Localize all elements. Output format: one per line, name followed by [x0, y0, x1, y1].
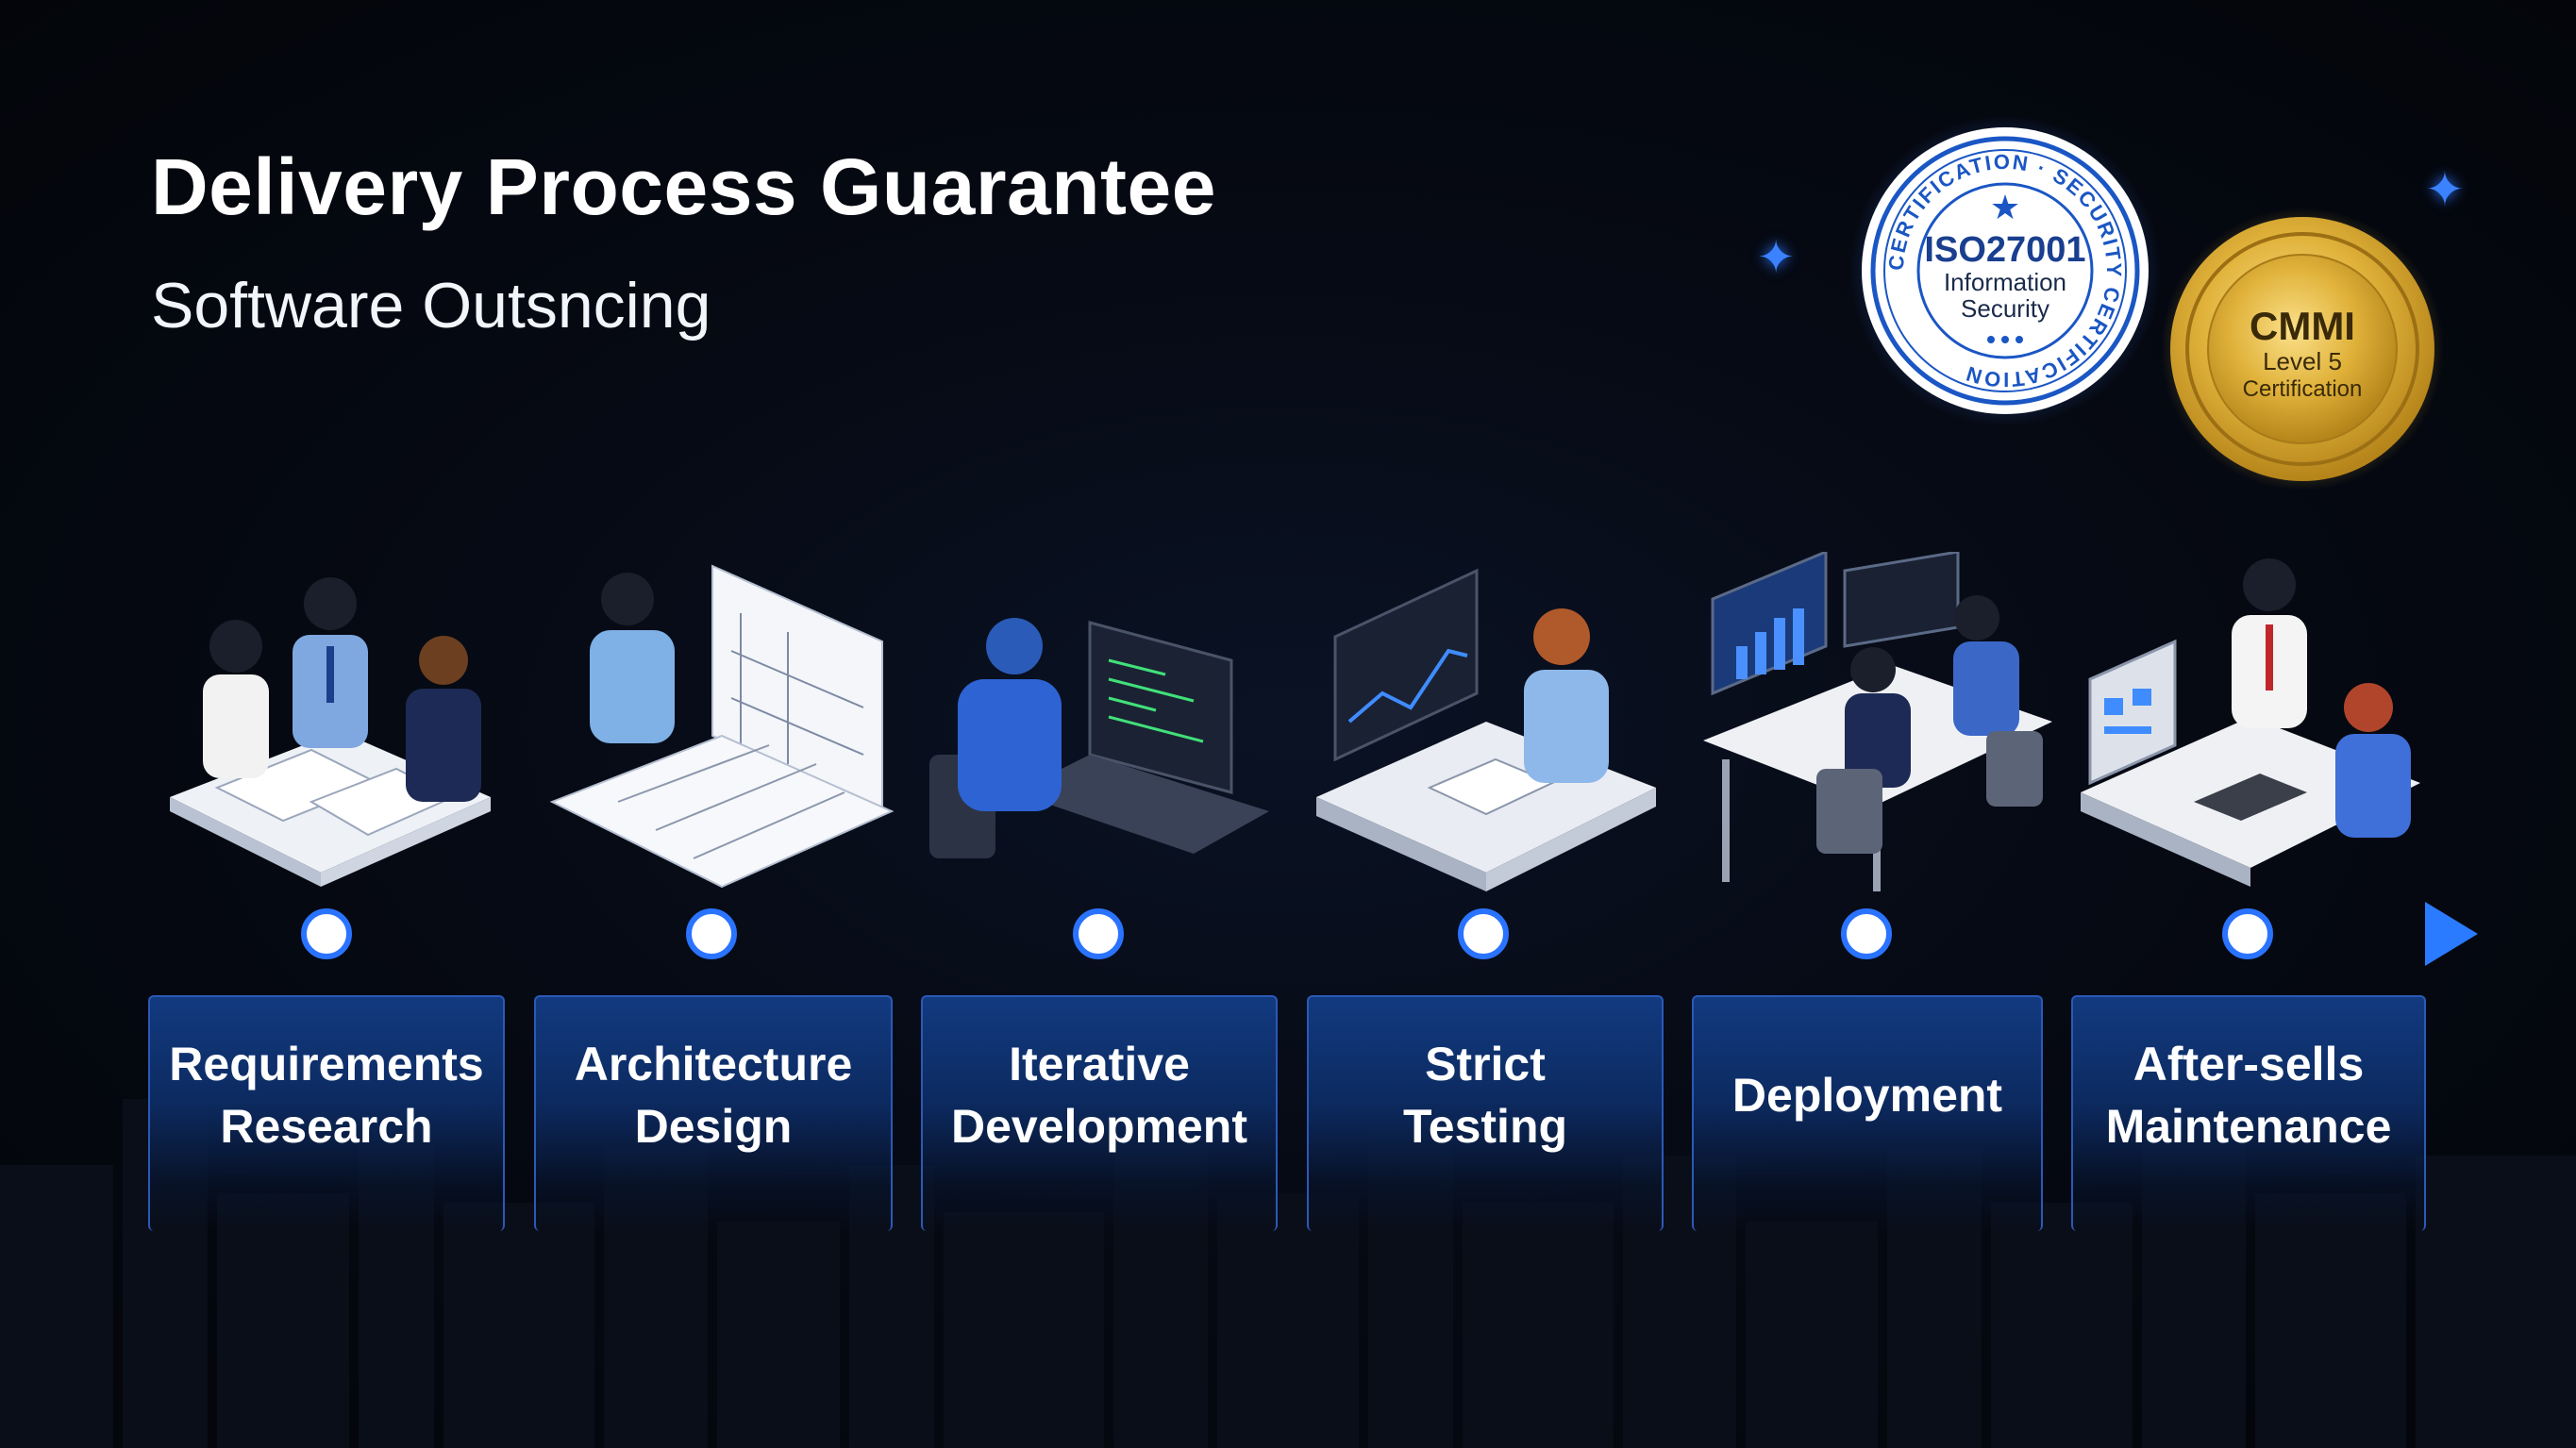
iso-seal-scalloped-edge — [1862, 127, 2149, 414]
developer-coding-illustration — [929, 618, 1269, 858]
step-label: Requirements Research — [169, 1038, 484, 1153]
sparkle-icon: ✦ — [2425, 163, 2465, 216]
page-subtitle: Software Outsncing — [151, 270, 711, 341]
deployment-workstation-illustration — [1703, 552, 2052, 891]
step-card-after-sells-maintenance: After-sells Maintenance — [2071, 995, 2426, 1231]
step-card-strict-testing: Strict Testing — [1307, 995, 1664, 1231]
timeline-node — [2222, 908, 2273, 959]
sparkle-icon: ✦ — [1757, 233, 1796, 283]
step-label: Architecture Design — [574, 1038, 853, 1153]
star-icon: ★ — [1990, 189, 2020, 227]
timeline-node — [686, 908, 737, 959]
timeline-node — [1458, 908, 1509, 959]
timeline-node — [301, 908, 352, 959]
step-label: Strict Testing — [1402, 1038, 1568, 1153]
architect-blueprint-illustration — [549, 564, 895, 889]
step-card-requirements-research: Requirements Research — [148, 995, 505, 1231]
team-reviewing-documents-illustration — [170, 577, 491, 887]
timeline-node — [1841, 908, 1892, 959]
step-label: After-sells Maintenance — [2105, 1038, 2392, 1153]
iso-badge-line1: Information — [1944, 268, 2066, 296]
step-label: Deployment — [1731, 1069, 2003, 1122]
cmmi-badge-line1: Level 5 — [2263, 347, 2342, 375]
tester-analytics-illustration — [1316, 568, 1656, 891]
step-label: Iterative Development — [951, 1038, 1247, 1153]
iso-badge-line2: Security — [1961, 294, 2049, 323]
arrow-head-icon — [2425, 902, 2478, 966]
maintenance-team-illustration — [2081, 558, 2420, 887]
cmmi-badge-title: CMMI — [2250, 304, 2355, 348]
cmmi-badge-line2: Certification — [2243, 376, 2363, 402]
step-card-iterative-development: Iterative Development — [921, 995, 1278, 1231]
step-card-architecture-design: Architecture Design — [534, 995, 893, 1231]
timeline-node — [1073, 908, 1124, 959]
page-title: Delivery Process Guarantee — [151, 142, 1216, 231]
step-card-deployment: Deployment — [1692, 995, 2043, 1231]
iso27001-badge: CERTIFICATION · SECURITY CERTIFICATION ★… — [1849, 115, 2161, 426]
iso-badge-title: ISO27001 — [1924, 230, 2085, 270]
process-timeline — [144, 902, 2478, 966]
dots-icon — [1987, 336, 2023, 343]
cmmi-badge: CMMI Level 5 Certification — [2161, 208, 2444, 491]
